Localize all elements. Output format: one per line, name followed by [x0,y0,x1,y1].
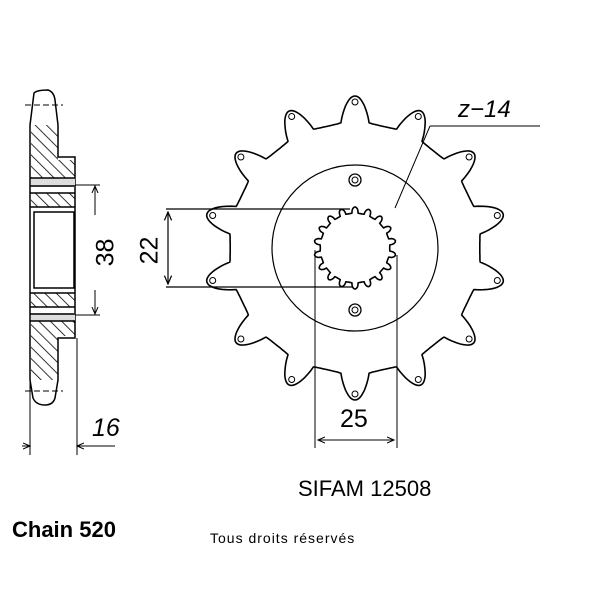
sprocket-outline [205,95,505,401]
tooth-tip [414,113,422,120]
tooth-tip [465,153,473,161]
tooth-tip [414,376,422,383]
tooth-tip [288,113,296,120]
tooth-tip [288,376,296,383]
tooth-tip [209,212,217,219]
tooth-tip [209,277,217,284]
tooth-tip [237,153,245,161]
part-number: SIFAM 12508 [298,476,432,501]
hub-diameter-label: 38 [91,238,120,267]
tooth-tip [493,212,501,219]
tooth-tip [237,335,245,343]
bolt-hole [348,173,362,187]
width-dimension-label: 16 [92,414,120,442]
front-view [166,95,540,448]
tooth-tip [465,335,473,343]
spline-bore [313,206,397,290]
side-view [22,89,115,455]
tooth-tip [351,98,359,106]
tooth-tip [493,277,501,284]
copyright-notice: Tous droits réservés [210,530,356,546]
tooth-tip [351,390,359,398]
spline-diameter-label: 22 [135,236,164,265]
offset-dimension-label: 25 [340,405,368,433]
teeth-count-label: z−14 [458,96,511,123]
chain-size: Chain 520 [12,517,116,542]
bolt-hole [348,303,362,317]
